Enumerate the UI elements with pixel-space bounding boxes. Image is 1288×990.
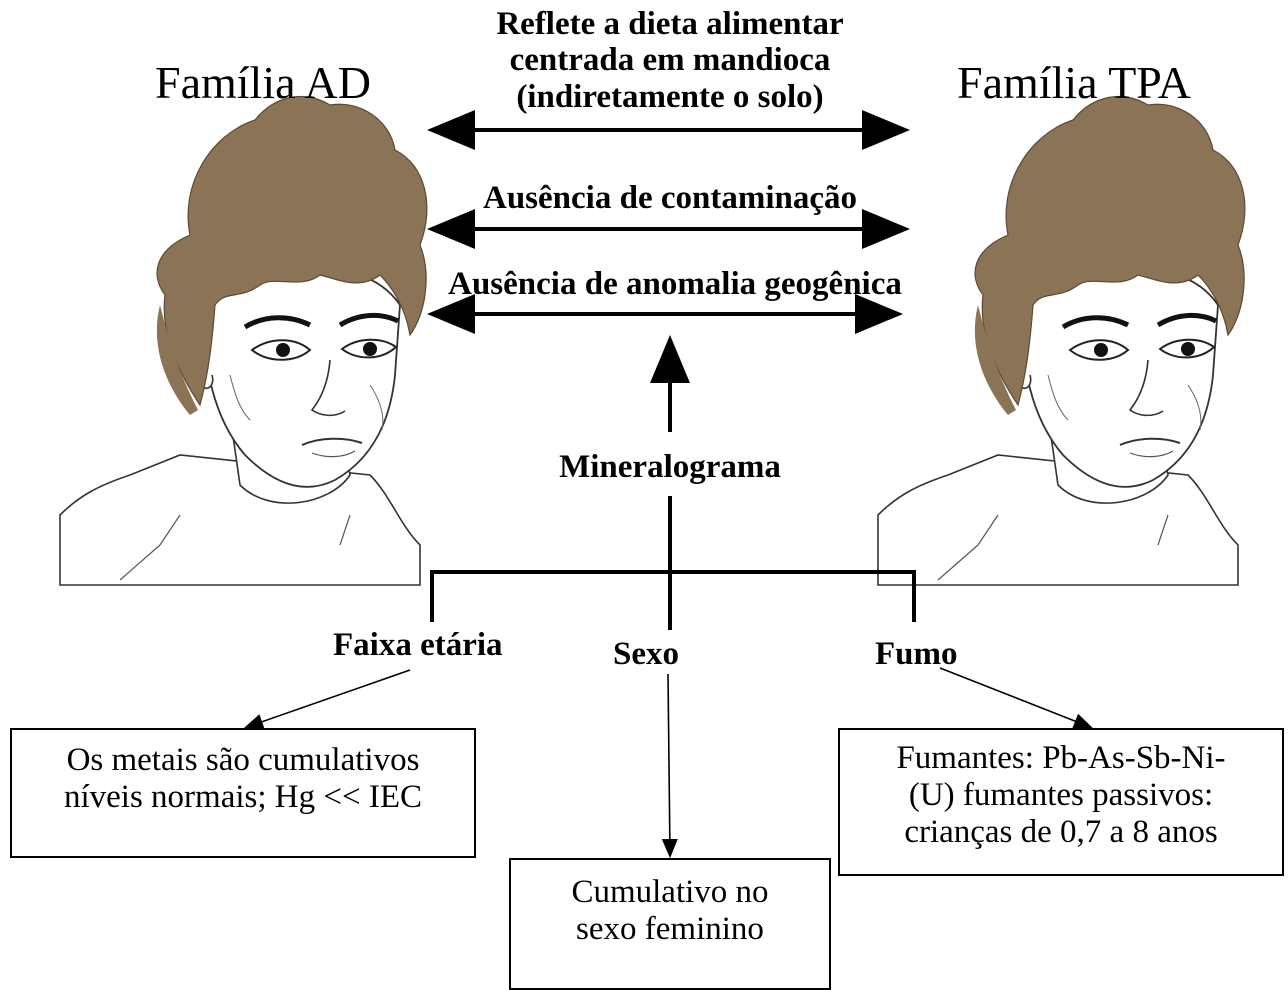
age-info-box: Os metais são cumulativos níveis normais… bbox=[10, 728, 476, 858]
smoking-box-line-3: crianças de 0,7 a 8 anos bbox=[904, 813, 1218, 850]
age-factor-label: Faixa etária bbox=[333, 627, 503, 663]
diet-line-3: (indiretamente o solo) bbox=[516, 78, 824, 115]
sex-info-box: Cumulativo no sexo feminino bbox=[509, 858, 831, 990]
smoking-factor-label: Fumo bbox=[875, 636, 958, 672]
age-box-line-1: Os metais são cumulativos bbox=[66, 742, 420, 778]
sex-box-line-2: sexo feminino bbox=[576, 910, 764, 947]
age-box-line-2: níveis normais; Hg << IEC bbox=[63, 778, 423, 815]
no-geogenic-anomaly-label: Ausência de anomalia geogênica bbox=[448, 266, 902, 302]
sex-box-line-1: Cumulativo no bbox=[571, 874, 769, 910]
right-family-title: Família TPA bbox=[957, 57, 1191, 108]
sex-to-box-arrow bbox=[661, 673, 678, 859]
smoking-to-box-arrow bbox=[939, 667, 1093, 729]
diet-line-2: centrada em mandioca bbox=[509, 42, 831, 79]
mineralogram-label: Mineralograma bbox=[559, 449, 781, 485]
smoking-box-line-2: (U) fumantes passivos: bbox=[908, 776, 1214, 813]
smoking-box-line-1: Fumantes: Pb-As-Sb-Ni- bbox=[896, 740, 1226, 776]
sex-factor-label: Sexo bbox=[613, 636, 679, 672]
diet-line-1: Reflete a dieta alimentar bbox=[496, 6, 844, 42]
no-contamination-label: Ausência de contaminação bbox=[483, 180, 857, 216]
left-family-title: Família AD bbox=[155, 57, 371, 108]
smoking-info-box: Fumantes: Pb-As-Sb-Ni- (U) fumantes pass… bbox=[838, 728, 1284, 876]
diet-label: Reflete a dieta alimentar centrada em ma… bbox=[470, 6, 870, 115]
age-to-box-arrow bbox=[243, 669, 411, 730]
